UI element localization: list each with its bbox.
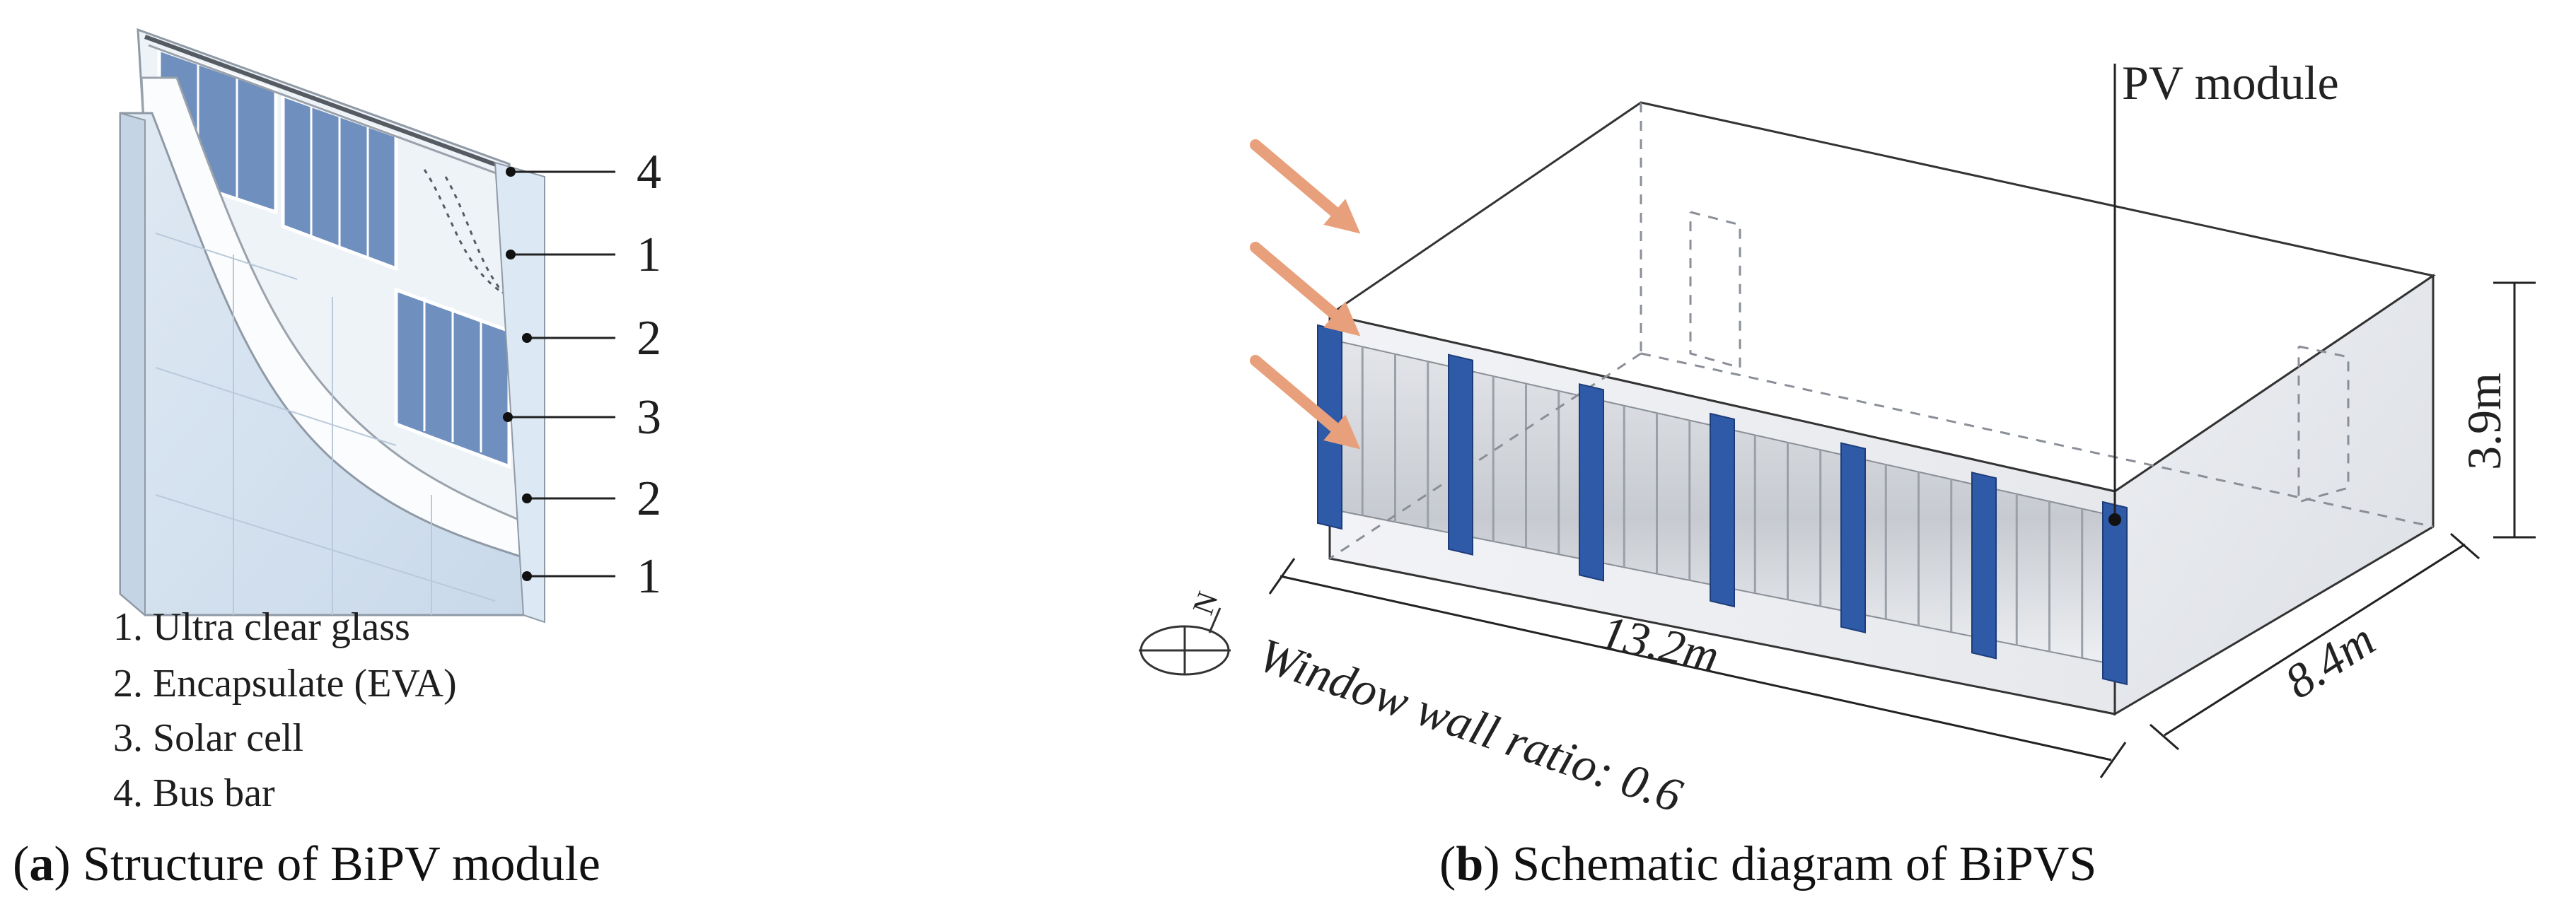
callout-1-bottom: 1 — [637, 549, 661, 604]
sun-arrow-1 — [1250, 139, 1361, 234]
callout-leaders — [508, 170, 615, 578]
pv-fin — [1448, 353, 1473, 556]
caption-a: (a) Structure of BiPV module — [13, 837, 601, 891]
pv-fin — [1579, 383, 1604, 582]
sun-arrow-3 — [1250, 355, 1361, 450]
north-compass: N — [1139, 587, 1231, 676]
pv-fin — [1971, 472, 1997, 660]
caption-a-text: Structure of BiPV module — [71, 837, 601, 891]
pv-module-label: PV module — [2122, 56, 2339, 110]
callout-dots — [503, 167, 532, 581]
depth-label: 8.4m — [2275, 612, 2384, 709]
front-glass-layer — [119, 112, 528, 616]
front-glass-edge — [120, 112, 146, 617]
pv-fin — [1840, 442, 1866, 633]
callout-1-top: 1 — [637, 228, 661, 282]
panel-b-bipvs-schematic: PV module 3.9m 13.2m 8.4m Window wall ra… — [1139, 56, 2536, 891]
bus-bar — [144, 35, 507, 178]
pv-fin — [2102, 501, 2128, 686]
callout-3: 3 — [637, 390, 661, 445]
legend-item-3: 3. Solar cell — [113, 716, 303, 760]
sun-arrow-2 — [1250, 242, 1361, 337]
north-label: N — [1187, 587, 1225, 619]
callout-4: 4 — [637, 145, 661, 199]
callout-2-top: 2 — [637, 311, 661, 365]
pv-fins — [1317, 324, 2128, 686]
height-dimension — [2493, 281, 2536, 539]
legend-item-2: 2. Encapsulate (EVA) — [113, 662, 457, 706]
caption-a-letter: a — [29, 837, 54, 891]
callout-2-bottom: 2 — [637, 472, 661, 526]
caption-b-text: Schematic diagram of BiPVS — [1500, 837, 2097, 891]
panel-a-legend: 1. Ultra clear glass 2. Encapsulate (EVA… — [113, 605, 457, 815]
legend-item-4: 4. Bus bar — [113, 771, 275, 815]
caption-b-letter: b — [1456, 837, 1483, 891]
legend-item-1: 1. Ultra clear glass — [113, 605, 410, 649]
caption-b: (b) Schematic diagram of BiPVS — [1439, 837, 2096, 891]
depth-dimension — [2149, 532, 2480, 751]
height-label: 3.9m — [2457, 373, 2511, 470]
front-glass-grid — [155, 233, 496, 615]
panel-a-bipv-module-structure: 4 1 2 3 2 1 1. Ultra clear glass 2. Enca… — [13, 28, 661, 891]
sun-rays — [1250, 139, 1361, 450]
pv-label-dot — [2108, 513, 2121, 526]
pv-fin — [1710, 412, 1735, 608]
length-dimension — [1268, 558, 2127, 778]
